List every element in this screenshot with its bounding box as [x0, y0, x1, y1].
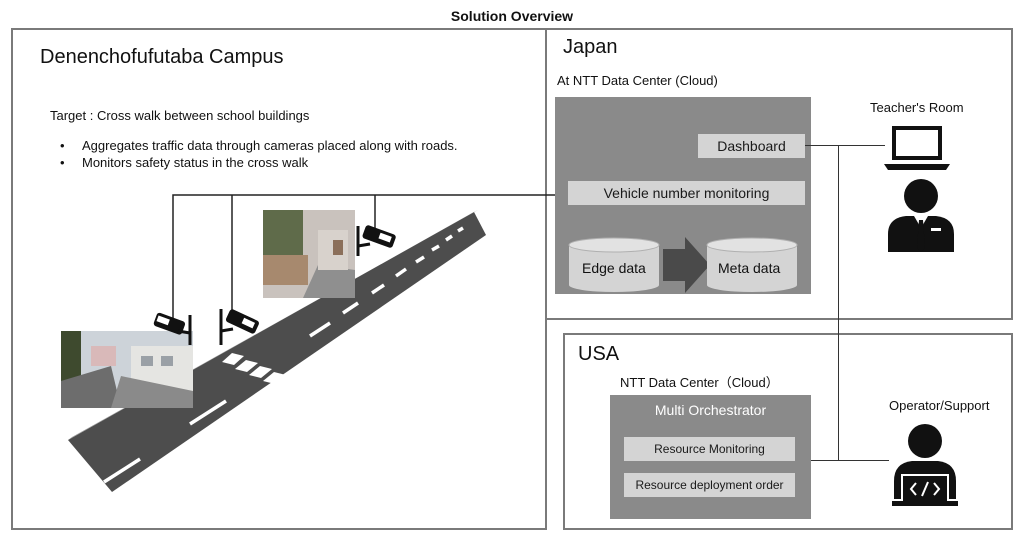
resource-monitoring-label: Resource Monitoring	[654, 442, 765, 456]
campus-name: Denenchofufutaba Campus	[40, 46, 284, 68]
usa-datacenter-label: NTT Data Center（Cloud）	[620, 375, 779, 390]
connector-dashboard	[805, 145, 885, 146]
camera-icon	[352, 224, 400, 265]
crosswalk-photo-2	[61, 331, 193, 408]
connector-operator	[811, 460, 889, 461]
laptop-icon	[882, 124, 952, 177]
japan-datacenter-label: At NTT Data Center (Cloud)	[557, 73, 718, 88]
data-flow-graphic	[568, 237, 798, 293]
camera-icon	[215, 307, 263, 352]
bullet-item: Monitors safety status in the cross walk	[60, 154, 458, 171]
bullet-item: Aggregates traffic data through cameras …	[60, 137, 458, 154]
dashboard-box: Dashboard	[698, 134, 805, 158]
vehicle-monitoring-label: Vehicle number monitoring	[603, 185, 770, 201]
vehicle-monitoring-box: Vehicle number monitoring	[568, 181, 805, 205]
operator-label: Operator/Support	[889, 398, 990, 413]
crosswalk-icon	[222, 353, 316, 395]
usa-label: USA	[578, 343, 620, 365]
campus-target: Target : Cross walk between school build…	[50, 108, 310, 123]
meta-data-label: Meta data	[718, 260, 781, 276]
road-icon	[68, 210, 486, 492]
arrow-icon	[663, 237, 710, 293]
connector-vertical	[838, 145, 839, 461]
developer-icon	[888, 423, 962, 512]
japan-label: Japan	[563, 36, 618, 58]
dashboard-label: Dashboard	[717, 138, 786, 154]
campus-frame	[11, 28, 547, 530]
edge-data-label: Edge data	[582, 260, 646, 276]
diagram-title: Solution Overview	[450, 8, 574, 24]
campus-bullets: Aggregates traffic data through cameras …	[60, 137, 458, 171]
database-icon	[568, 237, 660, 292]
resource-deployment-box: Resource deployment order	[624, 473, 795, 497]
person-icon	[884, 178, 958, 257]
usa-frame	[563, 333, 1013, 530]
teachers-room-label: Teacher's Room	[870, 100, 964, 115]
database-icon	[706, 237, 798, 292]
resource-deployment-label: Resource deployment order	[635, 478, 784, 492]
resource-monitoring-box: Resource Monitoring	[624, 437, 795, 461]
japan-frame	[547, 28, 1013, 320]
camera-icon	[150, 307, 198, 352]
orchestrator-title: Multi Orchestrator	[654, 402, 767, 418]
crosswalk-photo-1	[263, 210, 355, 298]
